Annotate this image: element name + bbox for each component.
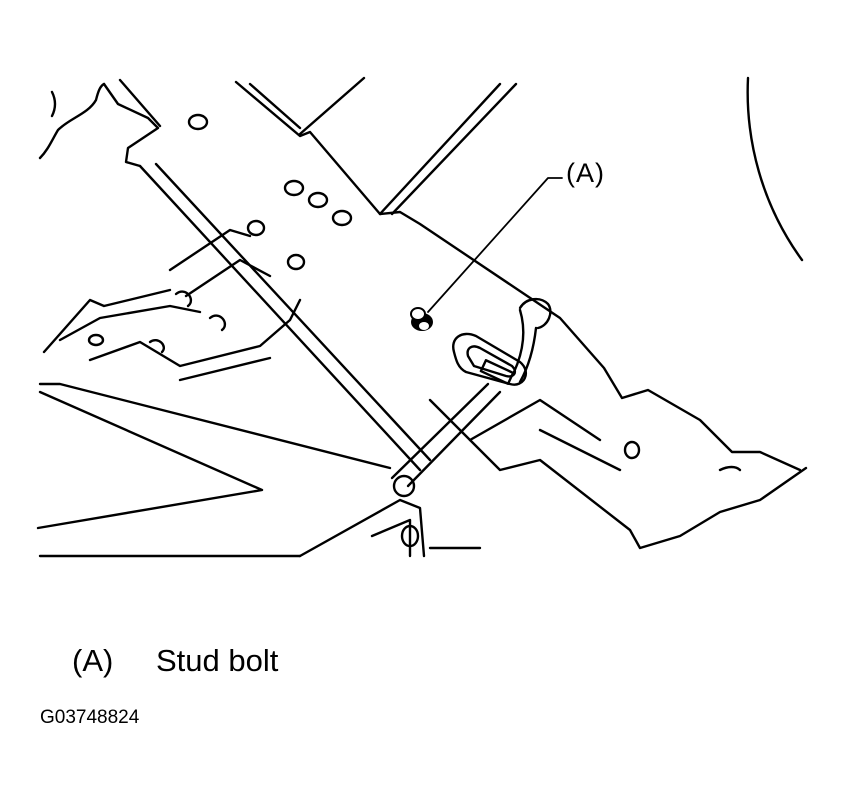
legend-text: Stud bolt xyxy=(156,643,279,678)
stud-bolt-marker xyxy=(410,307,433,331)
stud-bolt-illustration: (A) xyxy=(36,76,808,558)
legend-row: (A) Stud bolt xyxy=(72,643,278,679)
legend-key: (A) xyxy=(72,643,114,678)
callout-label-a: (A) xyxy=(566,158,605,188)
figure-code: G03748824 xyxy=(40,707,140,728)
